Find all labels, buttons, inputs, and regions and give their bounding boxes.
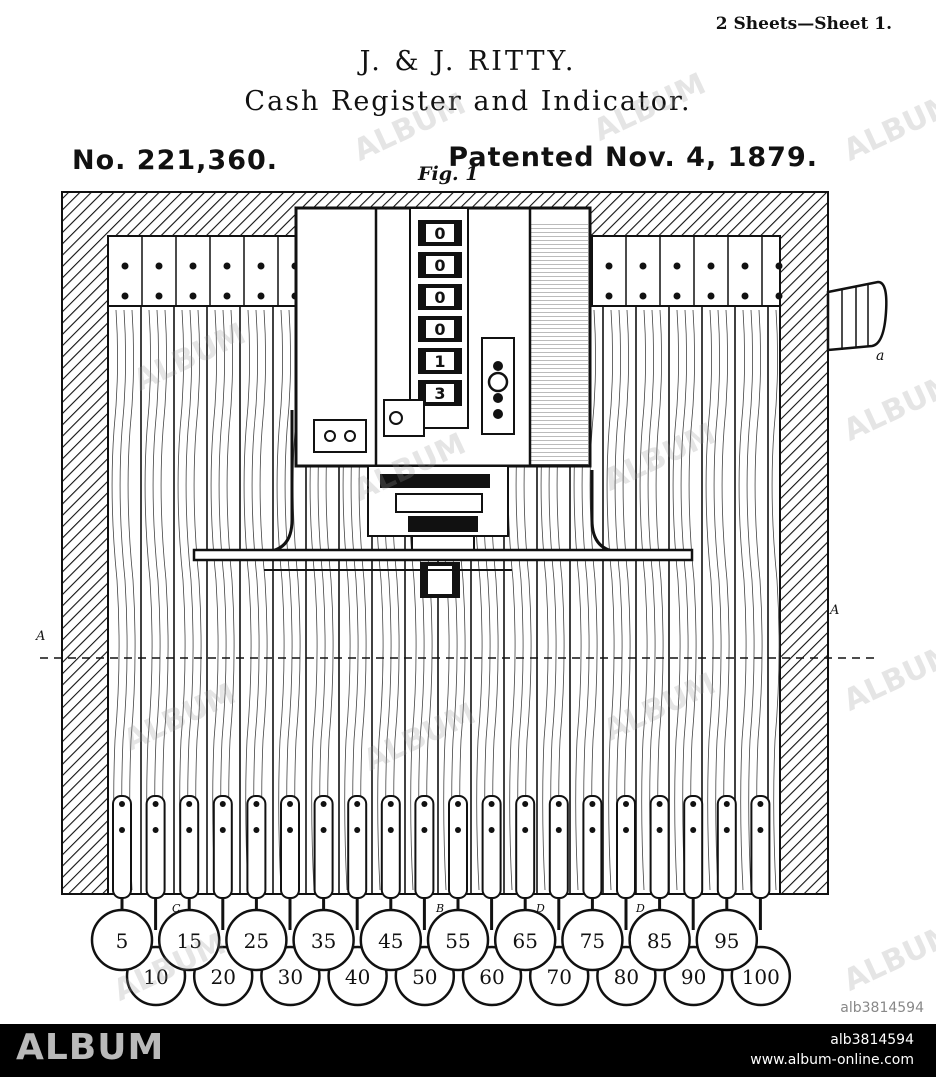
key-label: 60 <box>479 965 504 989</box>
crossbar <box>192 548 694 562</box>
side-letter-a: a <box>876 348 884 364</box>
side-letter-A-right: A <box>829 603 839 618</box>
key-lever <box>145 795 166 899</box>
patent-drawing: a 0 0 0 0 1 3 A A 10 20 30 40 50 60 70 80 90 100 5 15 25… <box>35 191 888 1007</box>
patent-number: No. 221,360. <box>72 145 279 176</box>
key-label: 65 <box>512 929 537 953</box>
key-lever <box>280 795 300 899</box>
key-label: 75 <box>580 929 605 953</box>
key-label: 90 <box>681 965 706 989</box>
key-lever <box>212 795 233 899</box>
key-lever <box>582 795 603 899</box>
register-plate <box>313 419 367 453</box>
side-letter-A-left: A <box>35 629 45 644</box>
key-button-35[interactable] <box>292 908 355 972</box>
sheet-label: 2 Sheets—Sheet 1. <box>715 14 892 34</box>
key-button-85[interactable] <box>628 908 691 972</box>
rivet-strips <box>107 235 783 307</box>
key-label: 95 <box>714 929 739 953</box>
image-id-label: alb3814594 <box>840 1000 924 1016</box>
key-button-75[interactable] <box>561 908 624 972</box>
patent-title: Cash Register and Indicator. <box>244 86 692 117</box>
indicator-shade <box>530 222 588 466</box>
brand-logo[interactable]: ALBUM <box>16 1027 165 1068</box>
key-button-65[interactable] <box>493 908 557 972</box>
site-link[interactable]: www.album-online.com <box>750 1052 914 1068</box>
figure-label: Fig. 1 <box>418 163 479 185</box>
key-lever <box>313 795 334 899</box>
side-letter-C: C <box>172 902 181 915</box>
side-letter-D-1: D <box>535 902 545 915</box>
key-button-55[interactable] <box>426 908 490 972</box>
key-lever <box>179 795 200 899</box>
key-label: 40 <box>345 965 370 989</box>
footer-bar: ALBUM alb3814594 www.album-online.com <box>0 1024 936 1077</box>
key-lever <box>616 795 636 899</box>
key-label: 30 <box>278 965 303 989</box>
key-lever <box>515 795 536 899</box>
key-lever <box>246 795 267 899</box>
side-letter-D-2: D <box>635 902 645 915</box>
side-letter-B: B <box>435 902 444 915</box>
inventor-name: J. & J. RITTY. <box>359 46 577 77</box>
indicator-digit: 0 <box>434 288 445 307</box>
key-button-25[interactable] <box>225 908 288 972</box>
key-buttons-upper: 5 15 25 35 45 55 65 75 85 95 <box>90 908 759 972</box>
key-label: 20 <box>210 965 235 989</box>
key-lever <box>548 795 569 899</box>
key-button-15[interactable] <box>157 908 221 972</box>
key-label: 5 <box>116 929 129 953</box>
key-lever <box>448 795 468 899</box>
indicator-digit: 3 <box>434 384 445 403</box>
patent-date: Patented Nov. 4, 1879. <box>448 142 818 173</box>
key-label: 100 <box>742 965 780 989</box>
key-label: 55 <box>445 929 470 953</box>
key-lever <box>380 795 401 899</box>
digit-windows: 0 0 0 0 1 3 <box>418 220 462 406</box>
key-label: 85 <box>647 929 672 953</box>
indicator-digit: 0 <box>434 256 445 275</box>
key-lever <box>683 795 704 899</box>
key-lever <box>347 795 368 899</box>
indicator-digit: 0 <box>434 320 445 339</box>
key-label: 15 <box>176 929 201 953</box>
key-label: 45 <box>378 929 403 953</box>
key-lever <box>649 795 670 899</box>
key-lever <box>481 795 502 899</box>
key-lever <box>414 795 435 899</box>
key-label: 10 <box>143 965 168 989</box>
drawer-handle <box>826 280 888 352</box>
key-button-95[interactable] <box>695 908 759 972</box>
key-lever <box>716 795 737 899</box>
key-lever <box>112 795 132 899</box>
footer-image-id: alb3814594 <box>830 1032 914 1048</box>
key-label: 50 <box>412 965 437 989</box>
gear-mechanism <box>367 399 509 598</box>
key-levers <box>112 795 771 930</box>
key-label: 80 <box>614 965 639 989</box>
key-label: 25 <box>244 929 269 953</box>
key-label: 35 <box>311 929 336 953</box>
indicator-digit: 0 <box>434 224 445 243</box>
key-label: 70 <box>546 965 571 989</box>
key-button-45[interactable] <box>359 908 423 972</box>
key-lever <box>750 795 771 899</box>
key-button-5[interactable] <box>90 908 154 972</box>
indicator-digit: 1 <box>434 352 445 371</box>
